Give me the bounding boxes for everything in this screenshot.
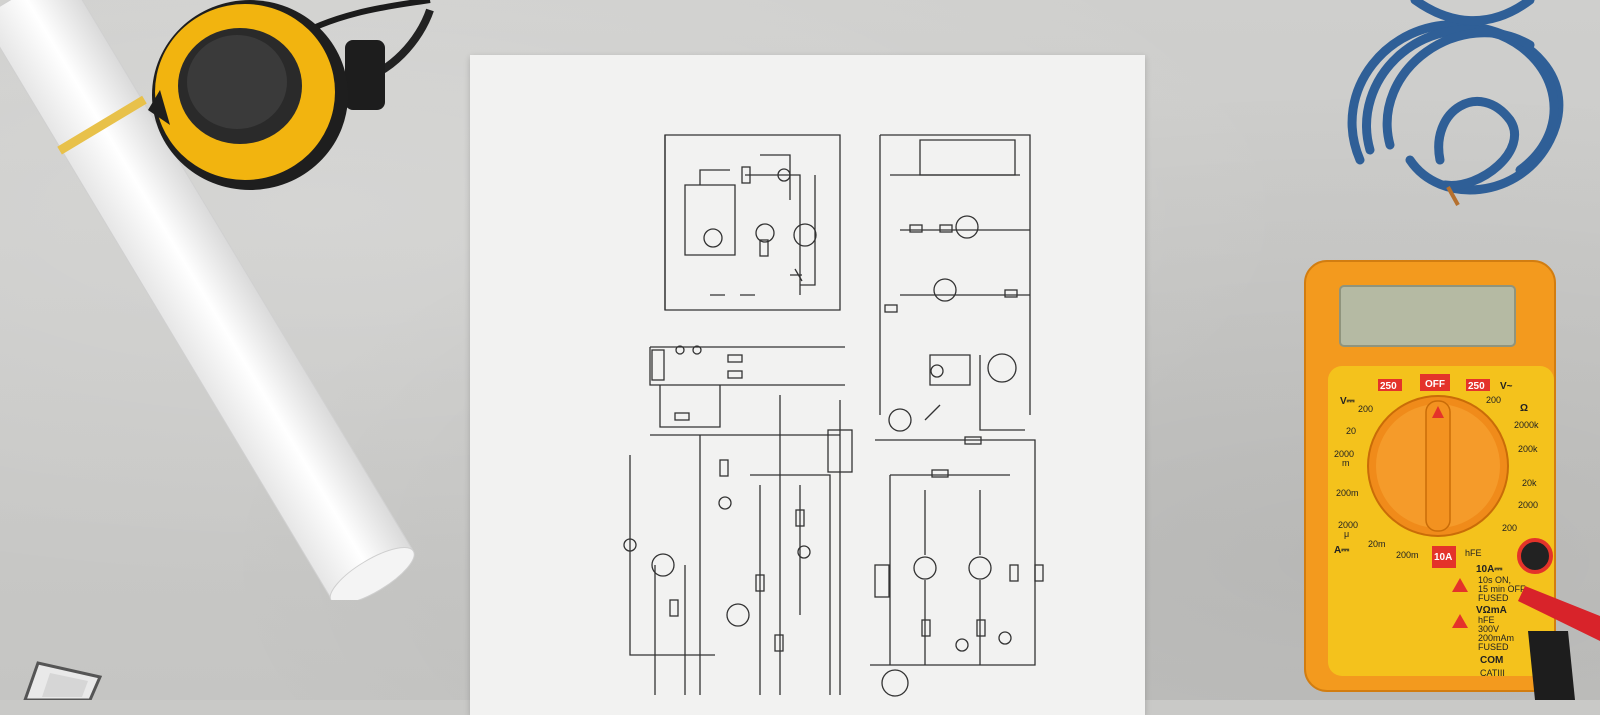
circuit-diagram-sheet (470, 55, 1145, 715)
svg-text:200: 200 (1502, 523, 1517, 533)
blue-cable (1347, 0, 1564, 206)
svg-text:20: 20 (1346, 426, 1356, 436)
svg-text:250: 250 (1380, 381, 1397, 392)
svg-text:200: 200 (1486, 395, 1501, 405)
svg-text:200k: 200k (1518, 444, 1538, 454)
jack-10a[interactable] (1517, 538, 1553, 574)
svg-text:200mAm: 200mAm (1478, 633, 1514, 643)
corner-device (23, 661, 103, 700)
svg-text:A⎓: A⎓ (1334, 545, 1349, 556)
svg-text:V~: V~ (1500, 381, 1513, 392)
svg-text:15 min OFF: 15 min OFF (1478, 584, 1526, 594)
svg-text:250: 250 (1468, 381, 1485, 392)
svg-text:FUSED: FUSED (1478, 642, 1509, 652)
svg-text:Ω: Ω (1520, 403, 1528, 414)
rubber-band (57, 95, 147, 155)
svg-text:V⎓: V⎓ (1340, 396, 1355, 407)
paper-roll (0, 0, 415, 600)
digital-multimeter: OFF 250 250 V⎓ V~ Ω 200 200 20 2000 m 20… (1304, 260, 1600, 700)
svg-text:FUSED: FUSED (1478, 593, 1509, 603)
red-test-probe (1518, 586, 1600, 641)
svg-text:COM: COM (1480, 655, 1503, 666)
svg-text:m: m (1342, 458, 1350, 468)
svg-text:VΩmA: VΩmA (1476, 605, 1507, 616)
warning-icon (1452, 578, 1468, 592)
black-test-probe (1528, 631, 1575, 700)
svg-text:300V: 300V (1478, 624, 1499, 634)
svg-text:200m: 200m (1396, 550, 1419, 560)
svg-text:20k: 20k (1522, 478, 1537, 488)
svg-text:200m: 200m (1336, 488, 1359, 498)
svg-text:2000: 2000 (1334, 449, 1354, 459)
warning-icon (1452, 614, 1468, 628)
measuring-tape (148, 0, 434, 190)
lcd-display (1339, 285, 1516, 347)
svg-text:2000: 2000 (1338, 520, 1358, 530)
svg-text:10A⎓: 10A⎓ (1476, 564, 1502, 575)
svg-text:2000k: 2000k (1514, 420, 1539, 430)
knob-pointer (1425, 400, 1451, 532)
svg-text:10A: 10A (1434, 552, 1452, 563)
off-label: OFF (1425, 379, 1445, 390)
svg-text:10s ON,: 10s ON, (1478, 575, 1511, 585)
svg-text:hFE: hFE (1465, 548, 1482, 558)
svg-text:20m: 20m (1368, 539, 1386, 549)
circuit-diagram (623, 134, 1044, 697)
svg-text:200: 200 (1358, 404, 1373, 414)
svg-text:CATIII: CATIII (1480, 668, 1505, 678)
svg-text:2000: 2000 (1518, 500, 1538, 510)
svg-text:hFE: hFE (1478, 615, 1495, 625)
svg-text:μ: μ (1344, 529, 1349, 539)
